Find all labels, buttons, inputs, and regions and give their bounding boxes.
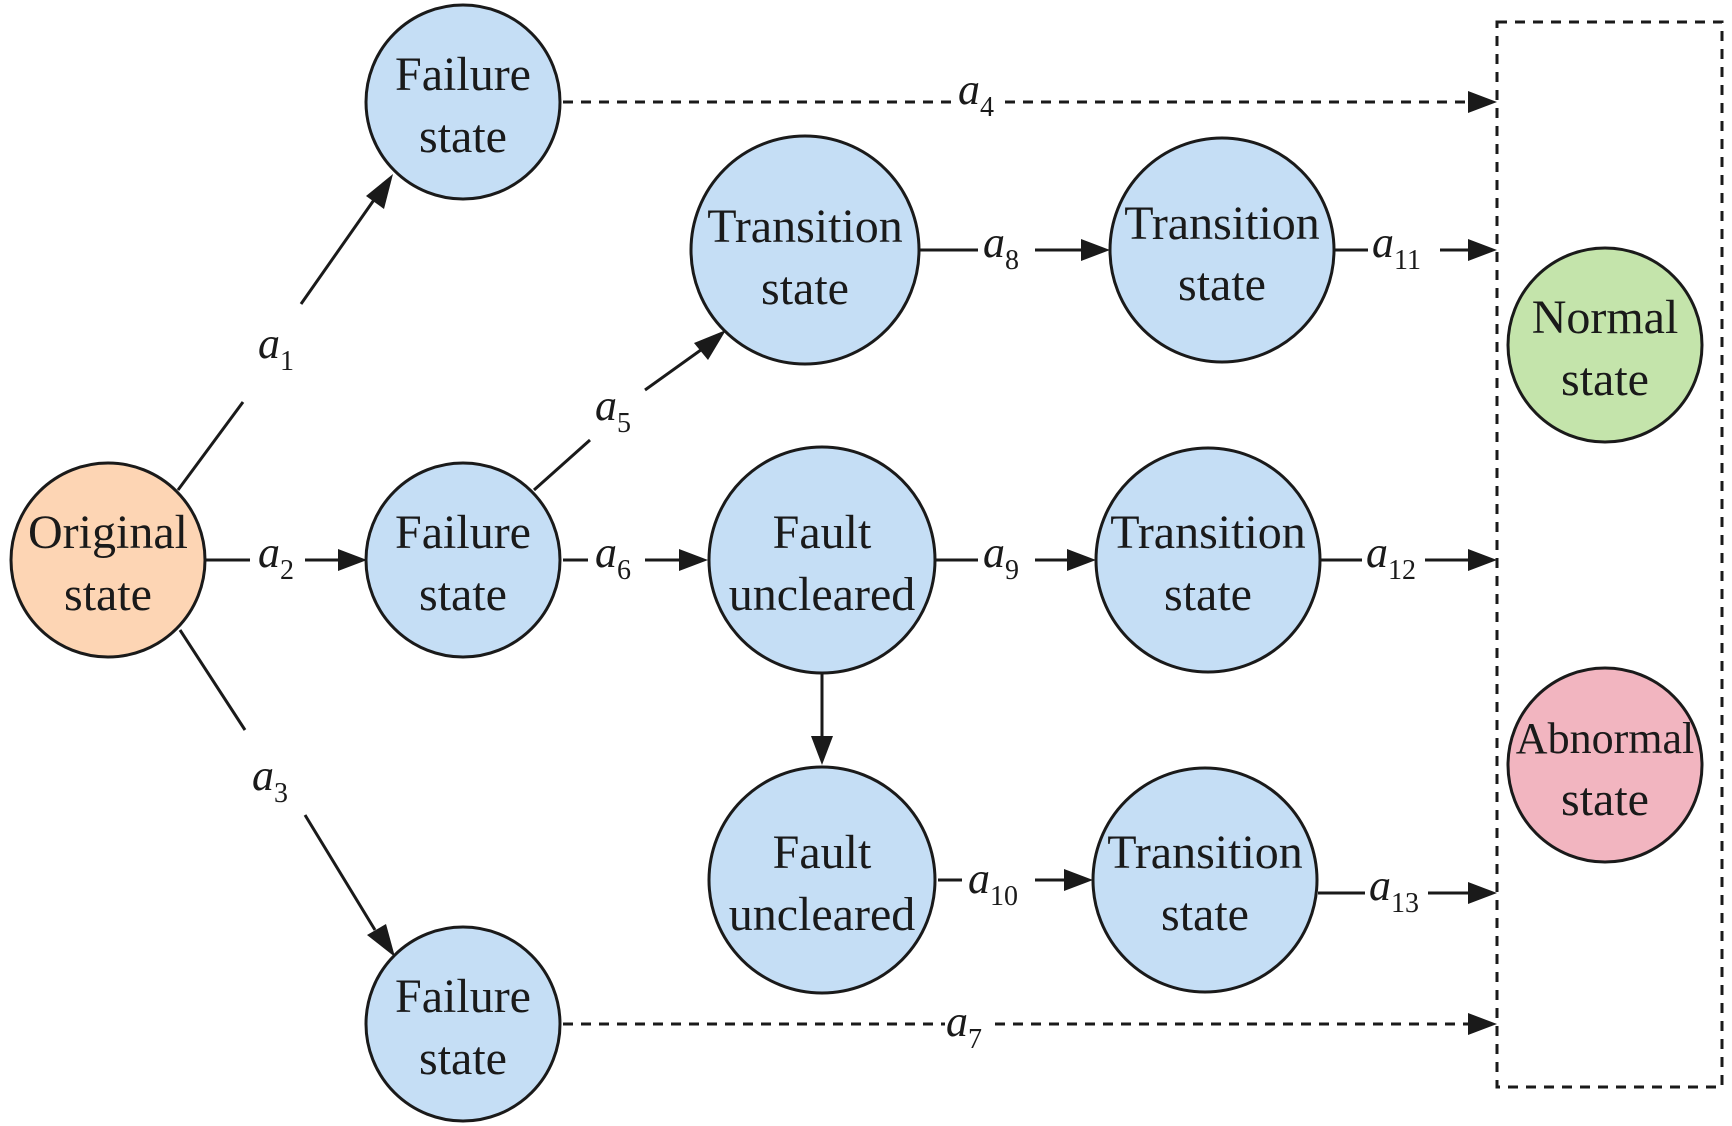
label-a11: a11 [1372, 218, 1421, 276]
arrowhead-fault-down [811, 736, 833, 765]
node-failure-bottom-line2: state [419, 1032, 507, 1085]
node-transition-2-line1: Transition [1124, 197, 1320, 250]
arrowhead-a6 [679, 549, 708, 571]
node-transition-2-line2: state [1178, 258, 1266, 311]
node-abnormal-line1: Abnormal [1516, 714, 1694, 763]
node-transition-state-3: Transition state [1094, 446, 1322, 674]
edge-a5-upper [644, 345, 706, 392]
node-normal-line2: state [1561, 353, 1649, 406]
node-transition-3-line2: state [1164, 568, 1252, 621]
arrowhead-a3 [367, 924, 395, 957]
node-fault-1-line1: Fault [773, 506, 872, 559]
node-normal-state: Normal state [1506, 246, 1704, 444]
node-abnormal-state: Abnormal state [1506, 666, 1704, 864]
node-failure-state-bottom: Failure state [364, 925, 562, 1123]
label-a8: a8 [983, 218, 1019, 276]
node-failure-state-mid: Failure state [364, 461, 562, 659]
node-failure-mid-line1: Failure [395, 506, 531, 559]
node-transition-3-line1: Transition [1110, 506, 1306, 559]
node-failure-top-line2: state [419, 110, 507, 163]
node-transition-state-1: Transition state [689, 134, 921, 366]
edge-a1-upper [299, 196, 378, 305]
edges [176, 91, 1497, 1035]
edge-labels: a1 a2 a3 a4 a5 a6 a7 a8 a9 a10 a11 a12 a… [252, 65, 1421, 1055]
node-fault-1-line2: uncleared [729, 568, 916, 621]
arrowhead-a10 [1064, 869, 1093, 891]
node-transition-4-line2: state [1161, 888, 1249, 941]
label-a7: a7 [946, 997, 982, 1055]
node-transition-4-line1: Transition [1107, 826, 1303, 879]
node-transition-state-2: Transition state [1108, 136, 1336, 364]
arrowhead-a7 [1468, 1013, 1497, 1035]
node-fault-uncleared-1: Fault uncleared [707, 445, 937, 675]
edge-a1-lower [176, 401, 245, 491]
label-a4: a4 [958, 65, 994, 123]
node-failure-bottom-line1: Failure [395, 970, 531, 1023]
node-abnormal-line2: state [1561, 773, 1649, 826]
label-a12: a12 [1366, 528, 1416, 586]
node-failure-state-top: Failure state [364, 3, 562, 201]
node-failure-top-line1: Failure [395, 48, 531, 101]
node-transition-state-4: Transition state [1091, 766, 1319, 994]
node-transition-1-line1: Transition [707, 200, 903, 253]
arrowhead-a8 [1081, 239, 1110, 261]
label-a9: a9 [983, 528, 1019, 586]
node-original-line1: Original [28, 506, 188, 559]
label-a13: a13 [1369, 861, 1419, 919]
outcome-container [1495, 20, 1724, 1089]
arrowhead-a2 [338, 549, 367, 571]
label-a5: a5 [595, 381, 631, 439]
node-original-state: Original state [9, 461, 207, 659]
node-transition-1-line2: state [761, 262, 849, 315]
node-fault-uncleared-2: Fault uncleared [707, 765, 937, 995]
label-a6: a6 [595, 528, 631, 586]
arrowhead-a1 [366, 174, 393, 209]
arrowhead-a4 [1468, 91, 1497, 113]
arrowhead-a5 [694, 330, 726, 360]
node-failure-mid-line2: state [419, 568, 507, 621]
label-a3: a3 [252, 751, 288, 809]
node-normal-line1: Normal [1532, 291, 1679, 344]
edge-a5-lower [533, 438, 591, 492]
node-original-line2: state [64, 568, 152, 621]
arrowhead-a11 [1468, 239, 1497, 261]
arrowhead-a12 [1468, 549, 1497, 571]
label-a1: a1 [258, 319, 294, 377]
label-a10: a10 [968, 854, 1018, 912]
node-fault-2-line1: Fault [773, 826, 872, 879]
node-fault-2-line2: uncleared [729, 888, 916, 941]
label-a2: a2 [258, 528, 294, 586]
arrowhead-a13 [1468, 882, 1497, 904]
edge-a3-upper [178, 629, 247, 731]
arrowhead-a9 [1067, 549, 1096, 571]
edge-a3-lower [303, 814, 377, 931]
